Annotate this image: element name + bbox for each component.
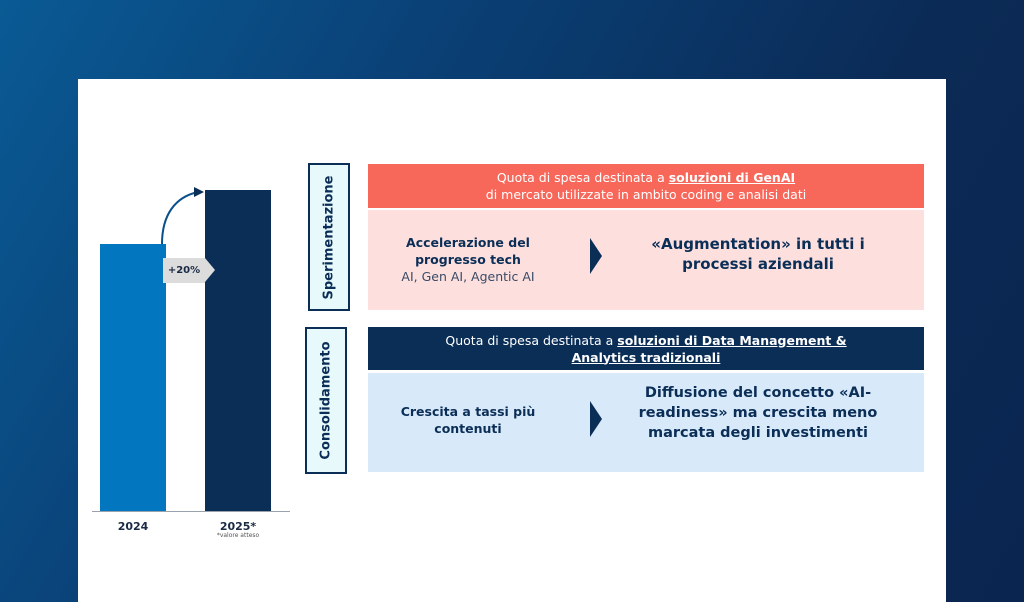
left-subtitle: AI, Gen AI, Agentic AI xyxy=(401,269,535,284)
bar-2024 xyxy=(100,243,166,511)
sperimentazione-left: Accelerazione del progresso tech AI, Gen… xyxy=(388,234,548,285)
growth-arrow-icon xyxy=(161,187,204,245)
chevron-right-icon xyxy=(590,238,602,274)
left-title: Accelerazione del progresso tech xyxy=(406,235,530,267)
header-line2: di mercato utilizzate in ambito coding e… xyxy=(485,187,807,202)
chevron-right-icon xyxy=(590,401,602,437)
sperimentazione-right: «Augmentation» in tutti i processi azien… xyxy=(651,235,865,273)
chart-baseline xyxy=(92,511,290,512)
header-prefix: Quota di spesa destinata a xyxy=(496,170,665,185)
consolidamento-label-box: Consolidamento xyxy=(305,327,347,474)
category-label-2024: 2024 xyxy=(117,520,149,533)
category-label-2025: 2025* xyxy=(219,520,257,533)
sperimentazione-header: Quota di spesa destinata a soluzioni di … xyxy=(368,164,924,208)
consolidamento-body: Crescita a tassi più contenuti Diffusion… xyxy=(368,373,924,472)
bar-2025 xyxy=(205,190,271,511)
consolidamento-label: Consolidamento xyxy=(318,341,334,460)
header-prefix: Quota di spesa destinata a xyxy=(445,332,614,348)
header-highlight: soluzioni di Data Management & Analytics… xyxy=(571,332,847,365)
header-highlight: soluzioni di GenAI xyxy=(668,170,796,185)
consolidamento-right: Diffusione del concetto «AI-readiness» m… xyxy=(638,385,878,441)
sperimentazione-body: Accelerazione del progresso tech AI, Gen… xyxy=(368,210,924,310)
sperimentazione-label-box: Sperimentazione xyxy=(308,163,350,311)
consolidamento-left: Crescita a tassi più contenuti xyxy=(400,404,536,436)
consolidamento-header: Quota di spesa destinata a soluzioni di … xyxy=(368,327,924,370)
footnote: *valore atteso xyxy=(216,532,260,539)
sperimentazione-label: Sperimentazione xyxy=(321,175,337,299)
growth-label: +20% xyxy=(163,258,215,283)
